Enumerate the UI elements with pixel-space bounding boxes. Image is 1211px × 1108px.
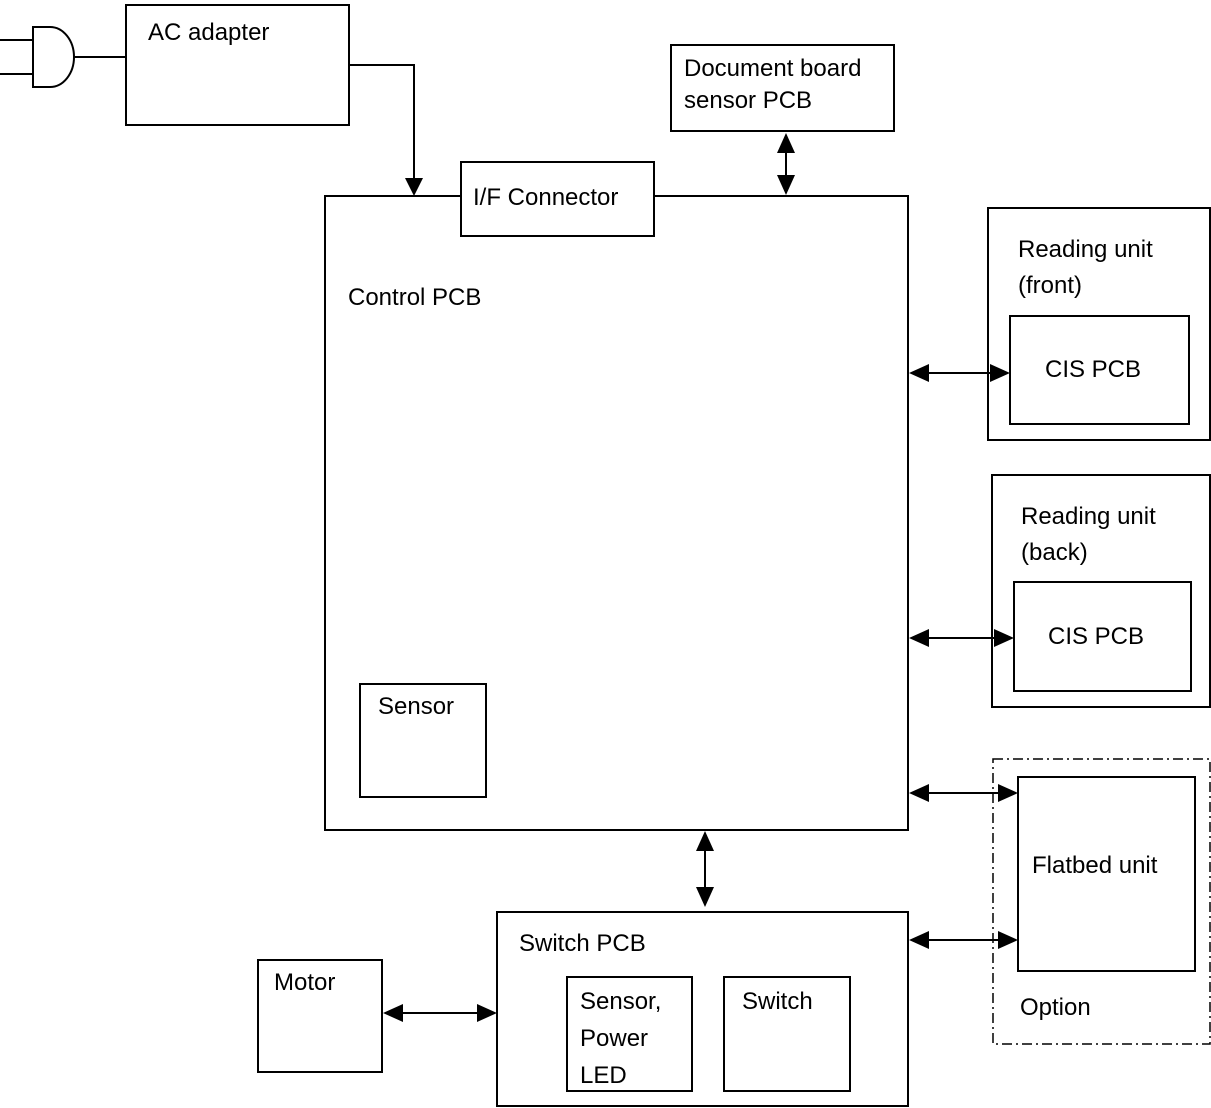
control-flatbed-arrow [909,784,1018,802]
motor-block: Motor [257,959,383,1073]
document-board-sensor-pcb-label-line1: Document board [684,55,861,82]
option-region: Flatbed unit Option [992,758,1211,1045]
reading-unit-back-label-line1: Reading unit [1021,503,1156,530]
switch-flatbed-arrow [909,931,1018,949]
control-switch-arrow [696,831,714,907]
ac-adapter-block: AC adapter [125,4,350,126]
flatbed-unit-label: Flatbed unit [1032,852,1158,879]
switch-block [723,976,851,1092]
switch-pcb-label: Switch PCB [519,930,646,957]
sensor-block: Sensor [359,683,487,798]
ac-adapter-label: AC adapter [148,19,269,46]
flatbed-unit-block [1017,776,1196,972]
motor-label: Motor [274,969,335,996]
cis-pcb-front-label: CIS PCB [1045,356,1141,383]
switch-label: Switch [742,988,813,1015]
control-pcb-label: Control PCB [348,284,481,311]
power-line [349,64,423,196]
cis-pcb-front-block [1009,315,1190,425]
switch-pcb-block: Switch PCB Sensor, Power LED Switch [496,911,909,1107]
if-connector-block: I/F Connector [460,161,655,237]
reading-unit-back-block: Reading unit (back) CIS PCB [991,474,1211,708]
reading-unit-back-label-line2: (back) [1021,539,1088,566]
reading-unit-front-label-line2: (front) [1018,272,1082,299]
sensor-power-led-label-line1: Sensor, [580,988,661,1015]
if-connector-label: I/F Connector [473,184,618,211]
option-label: Option [1020,994,1091,1021]
document-board-sensor-pcb-block: Document board sensor PCB [670,44,895,132]
document-board-sensor-pcb-label-line2: sensor PCB [684,87,812,114]
cis-pcb-back-label: CIS PCB [1048,623,1144,650]
reading-unit-front-label-line1: Reading unit [1018,236,1153,263]
control-reading-front-arrow [909,364,1010,382]
sensor-label: Sensor [378,693,454,720]
control-reading-back-arrow [909,629,1014,647]
motor-switch-arrow [383,1004,497,1022]
reading-unit-front-block: Reading unit (front) CIS PCB [987,207,1211,441]
sensor-power-led-label-line3: LED [580,1062,627,1089]
sensor-power-led-block [566,976,693,1092]
doc-board-control-arrow [777,133,795,195]
cis-pcb-back-block [1013,581,1192,692]
power-plug-icon [0,26,126,88]
sensor-power-led-label-line2: Power [580,1025,648,1052]
